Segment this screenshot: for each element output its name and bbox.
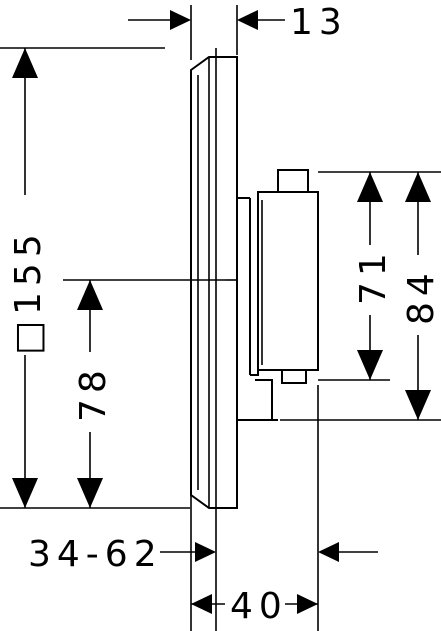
dim-40: 40 (191, 585, 318, 627)
dim-40-label: 40 (230, 586, 288, 627)
valve-body (225, 169, 319, 421)
dim-155-label: □155 (8, 228, 49, 355)
dim-71: 71 (318, 171, 400, 381)
dim-84-label: 84 (401, 267, 441, 325)
dim-155: □155 (0, 47, 190, 509)
dim-78: 78 (63, 279, 225, 508)
dim-13-label: 13 (290, 2, 348, 43)
dim-34-62-label: 34-62 (28, 534, 163, 575)
dim-78-label: 78 (73, 364, 114, 422)
dim-71-label: 71 (353, 247, 394, 305)
dim-13: 13 (128, 2, 348, 60)
dim-34-62: 34-62 (28, 385, 378, 631)
dim-84: 84 (280, 171, 441, 421)
